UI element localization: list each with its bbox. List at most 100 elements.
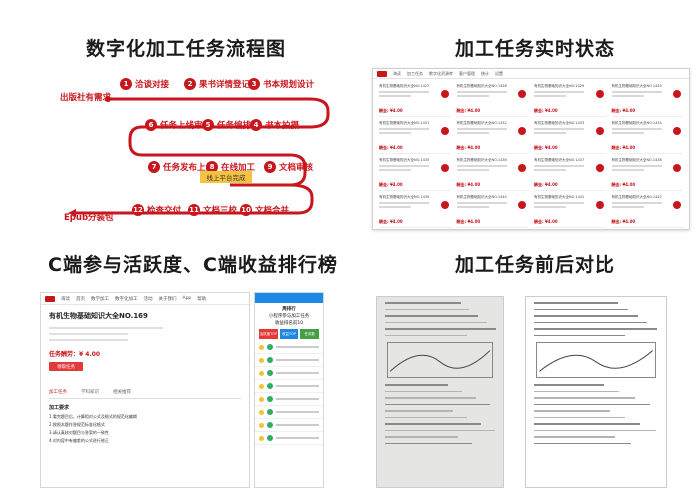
step-number: 10 [240, 204, 252, 216]
tab-related[interactable]: 相关推荐 [113, 390, 131, 395]
ranking-subheading-2: 收益排名前10 [274, 321, 304, 326]
nav-item[interactable]: 客户管理 [459, 70, 475, 76]
claim-icon[interactable] [518, 90, 526, 98]
claim-icon[interactable] [673, 90, 681, 98]
claim-icon[interactable] [595, 201, 604, 209]
avatar [267, 344, 273, 350]
card-bar [534, 128, 585, 130]
claim-icon[interactable] [440, 164, 449, 172]
claim-icon[interactable] [673, 127, 681, 135]
ranking-row [255, 393, 323, 406]
card-bar [534, 206, 567, 208]
rank-bar [276, 372, 319, 374]
card-bar [379, 91, 430, 93]
step-number: 1 [120, 78, 132, 90]
text-line [385, 334, 467, 336]
card-bar [611, 169, 644, 171]
stat-earnings[interactable]: 收益TOP [279, 329, 299, 339]
ranking-row [255, 341, 323, 354]
claim-icon[interactable] [595, 90, 604, 98]
claim-task-button[interactable]: 领取任务 [49, 362, 83, 371]
task-card-price: 酬金: ¥4.00 [611, 219, 636, 224]
text-line [534, 308, 628, 310]
step-number: 4 [250, 119, 262, 131]
step-label: 在线加工 [221, 163, 256, 173]
claim-icon[interactable] [440, 127, 449, 135]
claim-icon[interactable] [595, 164, 604, 172]
step-label: 任务编排 [217, 121, 252, 131]
nav-item[interactable]: 活动 [143, 296, 153, 302]
card-bar [611, 165, 662, 167]
meta-line [49, 339, 129, 341]
tab-task[interactable]: 加工任务 [49, 390, 67, 395]
claim-icon[interactable] [440, 201, 449, 209]
avatar [267, 396, 273, 402]
rank-medal-icon [259, 383, 264, 389]
avatar [267, 370, 273, 376]
text-line [385, 442, 472, 444]
rank-medal-icon [259, 370, 264, 376]
rank-medal-icon [259, 435, 264, 441]
paper-after-digital [525, 296, 667, 488]
nav-item[interactable]: 数字化资源库 [429, 70, 453, 76]
requirement-line: 3.请认真核对题目与答案的一致性 [49, 430, 109, 435]
claim-icon[interactable] [518, 201, 526, 209]
task-card-title: 有机生物基础知识大全NO.1437 [534, 158, 585, 162]
text-line [385, 397, 476, 399]
text-line [534, 334, 625, 336]
task-card-title: 有机生物基础知识大全NO.1428 [456, 84, 507, 88]
nav-item[interactable]: 加工任务 [407, 70, 423, 76]
nav-item[interactable]: App [182, 296, 192, 301]
text-line [534, 403, 651, 405]
card-bar [379, 165, 430, 167]
nav-item[interactable]: 统计 [481, 70, 489, 76]
nav-item[interactable]: 数字化加工 [115, 296, 138, 302]
step-number: 2 [184, 78, 196, 90]
claim-icon[interactable] [673, 201, 681, 209]
text-line [385, 321, 488, 323]
claim-icon[interactable] [518, 164, 526, 172]
stat-activity[interactable]: 活跃度TOP [259, 329, 278, 339]
claim-icon[interactable] [595, 127, 604, 135]
nav-item[interactable]: 数学加工 [91, 296, 109, 302]
stat-tasks[interactable]: 任务数 [300, 329, 320, 339]
claim-icon[interactable] [673, 164, 681, 172]
claim-icon[interactable] [440, 90, 449, 98]
step-label: 洽谈对接 [135, 80, 170, 90]
text-line [385, 429, 495, 431]
flow-title: 数字化加工任务流程图 [86, 38, 287, 60]
figure [536, 342, 656, 378]
claim-icon[interactable] [518, 127, 526, 135]
nav-item[interactable]: 首页 [76, 296, 85, 302]
nav-item[interactable]: 设置 [495, 70, 503, 76]
task-card-title: 有机生物基础知识大全NO.1439 [379, 195, 430, 199]
nav-item[interactable]: 关于我们 [158, 296, 177, 302]
text-line [385, 302, 461, 304]
tab-knowledge[interactable]: 学科知识 [81, 390, 99, 395]
text-line [534, 397, 635, 399]
text-line [385, 423, 481, 425]
step-label: 任务上线审核 [160, 121, 212, 131]
step-label: 书本规划设计 [263, 80, 315, 90]
nav-item[interactable]: 帮助 [197, 296, 207, 302]
task-card-title: 有机生物基础知识大全NO.1431 [379, 121, 430, 125]
